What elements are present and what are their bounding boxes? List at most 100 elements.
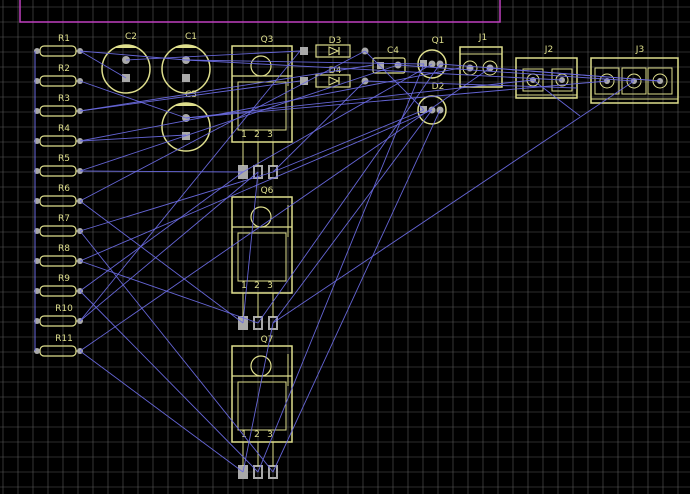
transistor-mount-hole (250, 55, 272, 77)
resistor-label: R4 (58, 124, 70, 134)
resistor-label: R10 (55, 304, 73, 314)
resistor-label: R5 (58, 154, 70, 164)
ratsnest-line (272, 109, 425, 173)
capacitor-c1: C1 (161, 32, 211, 94)
transistor-outline (231, 196, 293, 294)
transistor-mount-hole (250, 206, 272, 228)
capacitor-pad-square (182, 74, 190, 82)
capacitor-label: C3 (185, 90, 197, 100)
transistor-label: Q6 (261, 186, 274, 196)
resistor-r3: R3 (34, 94, 83, 117)
resistor-label: R2 (58, 64, 70, 74)
transistor-label: Q7 (261, 335, 274, 345)
ratsnest-line (79, 50, 127, 79)
ratsnest-line (489, 67, 661, 82)
capacitor-pad-square (377, 62, 384, 69)
ratsnest-line (364, 50, 425, 111)
resistor-label: R3 (58, 94, 70, 104)
capacitor-label: C1 (185, 32, 197, 42)
transistor-die (237, 232, 287, 282)
resistor-label: R8 (58, 244, 70, 254)
transistor-label: Q3 (261, 35, 274, 45)
transistor-die (237, 381, 287, 431)
diode-label: D3 (329, 36, 342, 46)
connector-outline (459, 46, 503, 88)
connector-pin-box (621, 67, 647, 95)
ratsnest-line (364, 80, 578, 89)
connector-pin-box (551, 68, 573, 92)
ratsnest-line (79, 50, 187, 61)
transistor-label: Q1 (432, 36, 445, 46)
transistor-mount-hole (250, 355, 272, 377)
ratsnest-line (185, 80, 608, 119)
ratsnest-line (272, 80, 635, 324)
transistor-outline (231, 45, 293, 143)
ratsnest-line (242, 322, 274, 473)
ratsnest-line (532, 79, 581, 117)
ratsnest-line (79, 170, 244, 173)
capacitor-label: C2 (125, 32, 137, 42)
pin-number-label: 1 (241, 430, 247, 440)
pin-number-label: 3 (267, 130, 273, 140)
connector-pin-ring (626, 73, 642, 89)
ratsnest-line (79, 350, 244, 473)
resistor-label: R1 (58, 34, 70, 44)
pin-number-label: 2 (254, 430, 260, 440)
connector-pin-ring (652, 73, 668, 89)
ratsnest-line (79, 200, 244, 324)
diode-body (315, 44, 351, 58)
ratsnest-line (185, 59, 425, 65)
board-outline (19, 0, 501, 23)
ratsnest-line (79, 67, 491, 352)
ratsnest-line (79, 230, 274, 473)
ratsnest-line (79, 171, 244, 292)
ratsnest-line (79, 134, 187, 142)
connector-label: J1 (478, 33, 487, 43)
transistor-pad-square (420, 60, 427, 67)
connector-label: J2 (544, 45, 553, 55)
ratsnest-line (79, 290, 259, 473)
connector-pin-ring (599, 73, 615, 89)
diode-symbol (328, 46, 340, 56)
ratsnest-line (79, 80, 187, 119)
ratsnest-line (79, 80, 301, 112)
ratsnest-line (397, 64, 635, 82)
transistor-label: D2 (432, 82, 445, 92)
connector-pin-box (647, 67, 673, 95)
connector-pin-box (594, 67, 620, 95)
capacitor-label: C4 (387, 46, 399, 56)
ratsnest-line (242, 171, 259, 324)
pin-number-label: 1 (241, 130, 247, 140)
diode-pad-square (300, 47, 308, 55)
pin-number-label: 3 (267, 430, 273, 440)
ratsnest-line (125, 50, 301, 61)
ratsnest-line (79, 109, 433, 262)
diode-pad-square (300, 77, 308, 85)
resistor-label: R6 (58, 184, 70, 194)
ratsnest-line (79, 67, 461, 142)
capacitor-polarity-mark (114, 44, 138, 48)
ratsnest-line (257, 63, 441, 324)
ratsnest-line (79, 171, 259, 322)
connector-pin-box (522, 68, 544, 92)
resistor-label: R7 (58, 214, 70, 224)
capacitor-polarity-mark (174, 44, 198, 48)
transistor-outline (231, 345, 293, 443)
ratsnest-line (272, 109, 441, 473)
connector-label: J3 (635, 45, 644, 55)
pin-number-label: 3 (267, 281, 273, 291)
diode-symbol (328, 76, 340, 86)
resistor-label: R9 (58, 274, 70, 284)
ratsnest-layer (79, 50, 661, 473)
ratsnest-line (79, 64, 399, 172)
ratsnest-line (79, 260, 259, 324)
pin-number-label: 2 (254, 130, 260, 140)
diode-d3: D3 (300, 36, 369, 58)
ratsnest-line (79, 50, 366, 202)
ratsnest-line (185, 79, 534, 119)
pin-number-label: 1 (241, 281, 247, 291)
connector-outline (590, 57, 679, 104)
